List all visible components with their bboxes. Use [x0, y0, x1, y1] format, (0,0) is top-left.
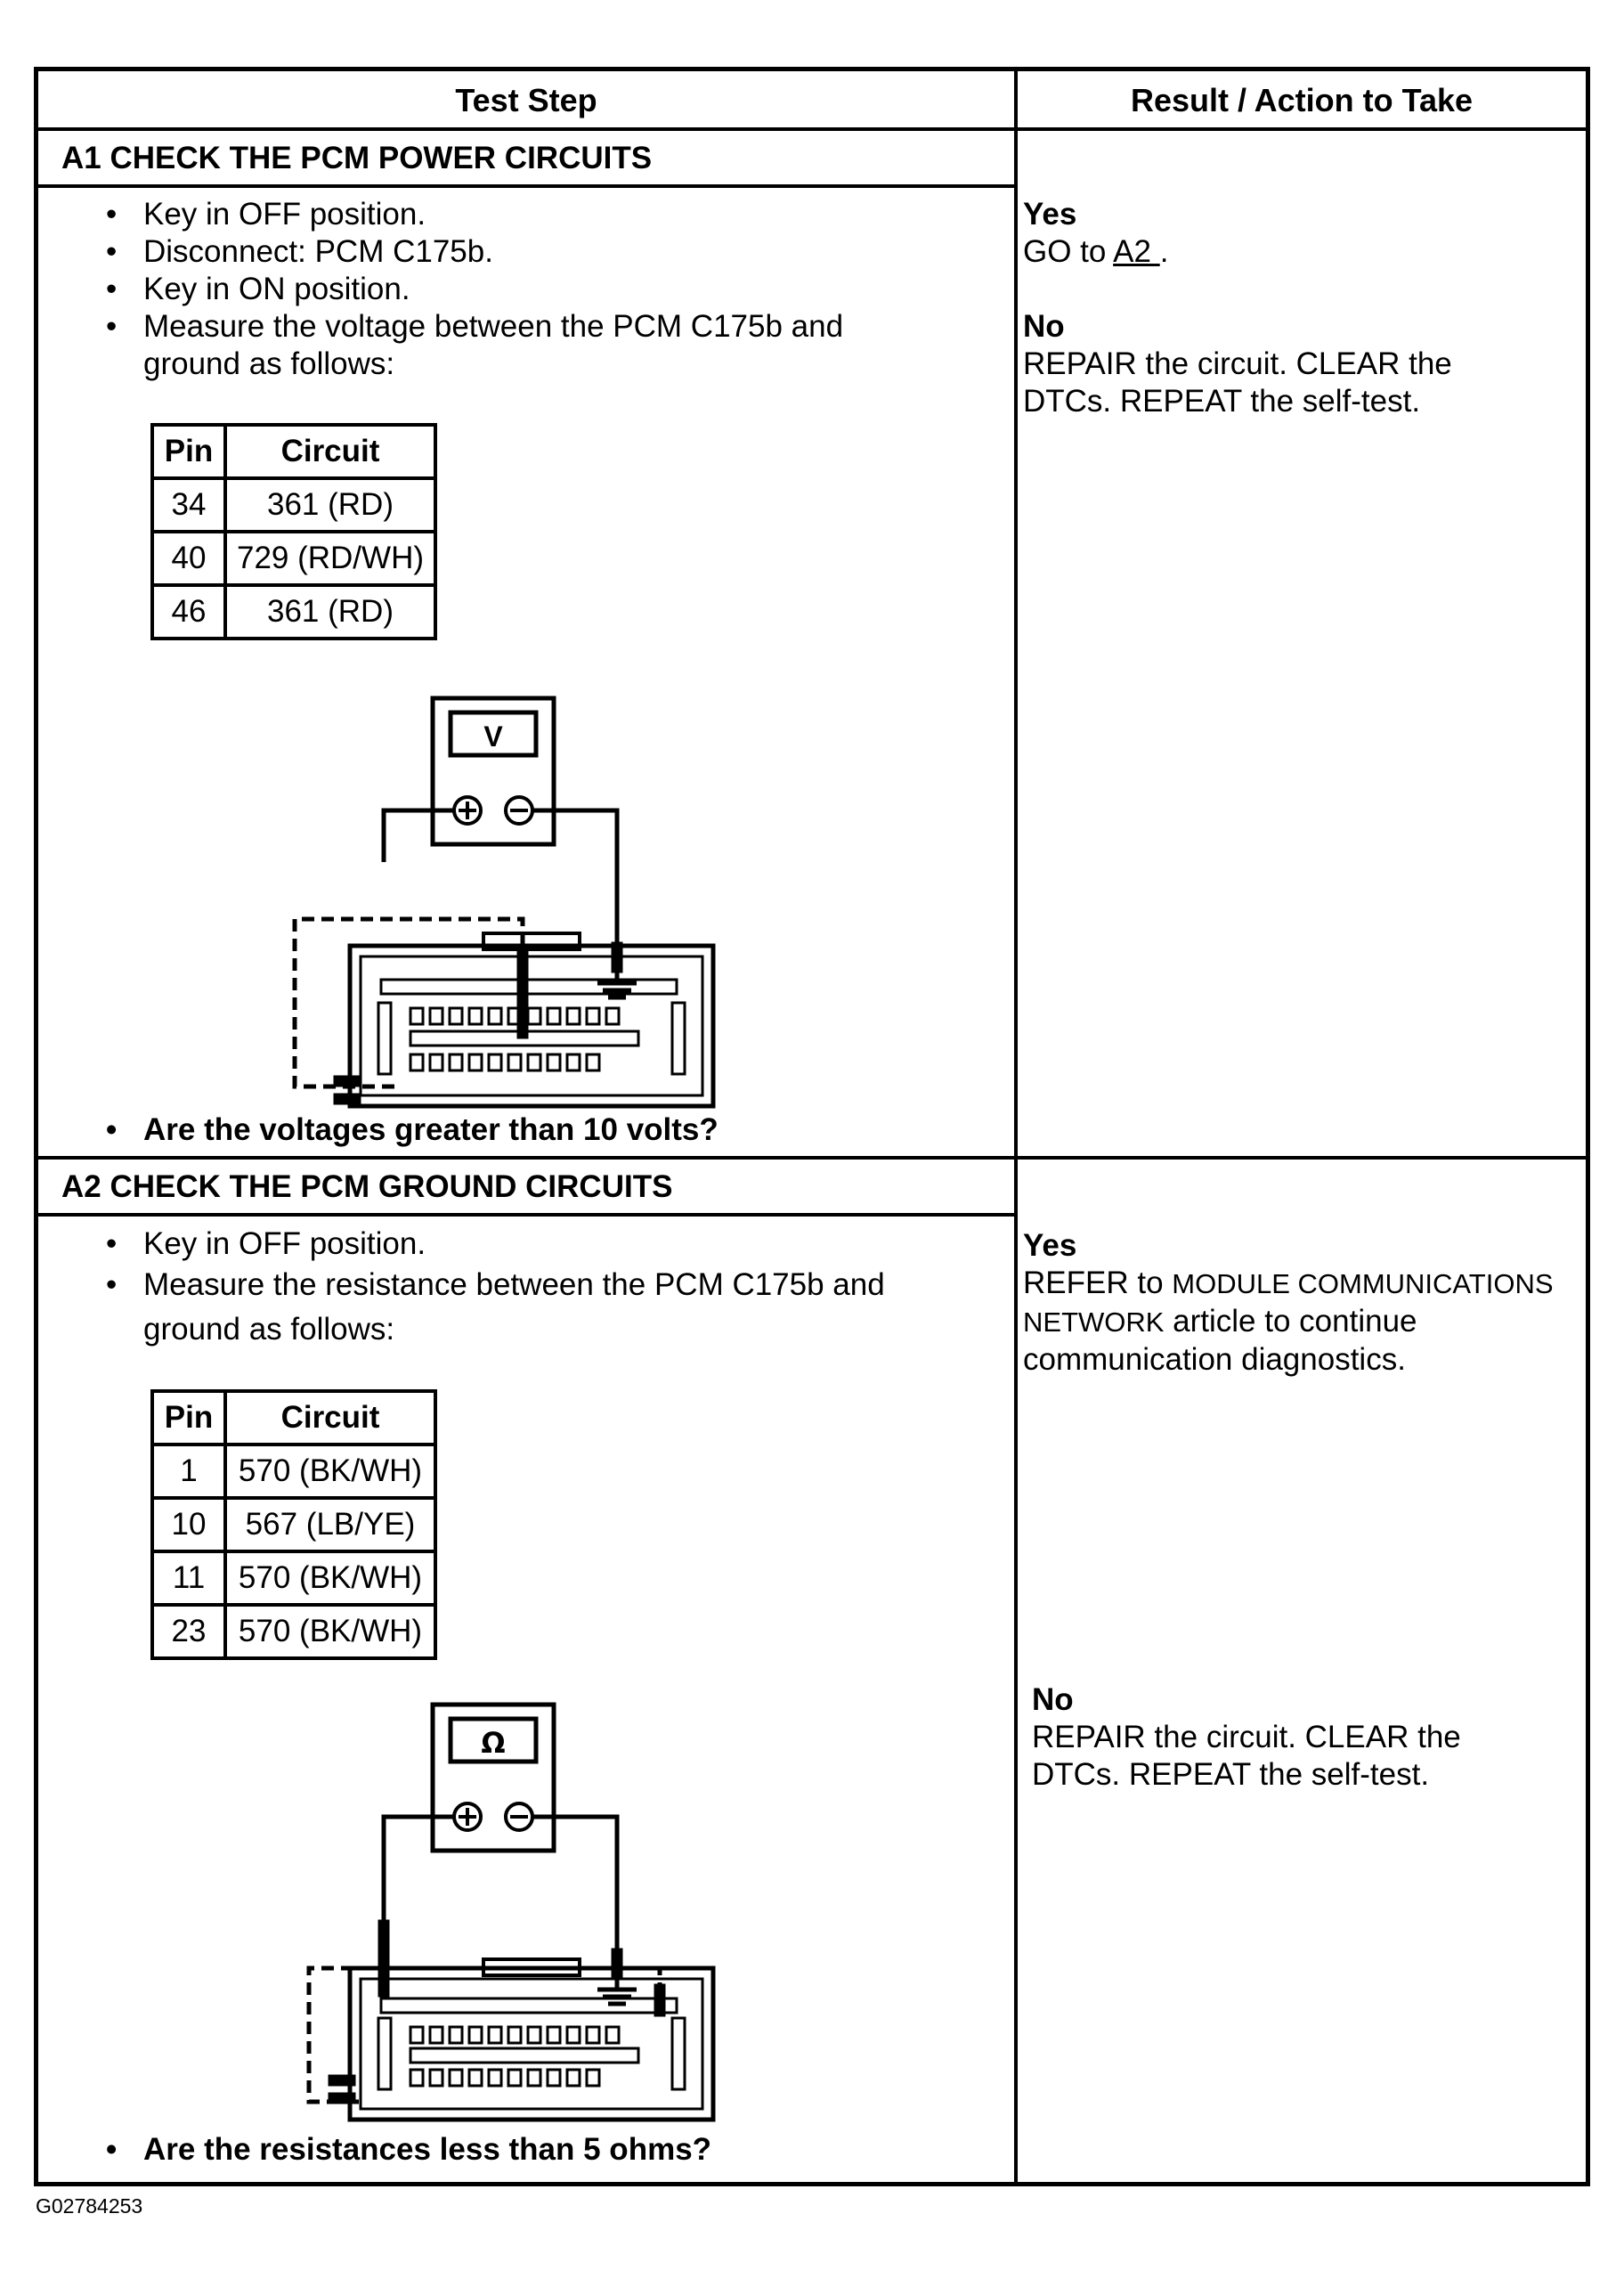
- pin-column-header: Pin: [150, 423, 227, 480]
- a1-bullet: Disconnect: PCM C175b.: [106, 233, 987, 271]
- circuit-column-header: Circuit: [223, 423, 437, 480]
- table-row: 11 570 (BK/WH): [150, 1550, 437, 1607]
- figure-code: G02784253: [36, 2194, 143, 2218]
- circuit-column-header: Circuit: [223, 1389, 437, 1446]
- a1-title-divider: [38, 184, 1016, 188]
- a1-bullet: Key in OFF position.: [106, 196, 987, 233]
- table-row: 10 567 (LB/YE): [150, 1496, 437, 1553]
- circuit-cell: 567 (LB/YE): [223, 1496, 437, 1553]
- meter-body: [430, 1702, 556, 1853]
- pin-cell: 40: [150, 530, 227, 587]
- negative-lead: [532, 1814, 620, 1949]
- yes-text-suffix: .: [1159, 234, 1169, 269]
- a1-question-text: Are the voltages greater than 10 volts?: [106, 1111, 987, 1149]
- yes-refer: REFER to: [1023, 1266, 1173, 1300]
- a1-bullet: Key in ON position.: [106, 271, 987, 308]
- no-text: REPAIR the circuit. CLEAR the DTCs. REPE…: [1032, 1720, 1461, 1792]
- positive-lead: [381, 1814, 454, 1920]
- side-probe: [333, 1075, 361, 1087]
- a2-no-result: No REPAIR the circuit. CLEAR the DTCs. R…: [1032, 1681, 1531, 1794]
- header-divider: [38, 127, 1586, 131]
- no-label: No: [1032, 1682, 1074, 1717]
- circuit-cell: 570 (BK/WH): [223, 1550, 437, 1607]
- a1-no-result: No REPAIR the circuit. CLEAR the DTCs. R…: [1023, 308, 1522, 420]
- table-row: 23 570 (BK/WH): [150, 1603, 437, 1660]
- pin-column-header: Pin: [150, 1389, 227, 1446]
- a1-question: Are the voltages greater than 10 volts?: [106, 1111, 987, 1149]
- column-divider: [1014, 71, 1018, 2182]
- meter-display: [448, 710, 539, 758]
- a1-pin-table: Pin Circuit 34 361 (RD) 40 729 (RD/WH) 4…: [150, 423, 437, 640]
- pin-cell: 11: [150, 1550, 227, 1607]
- test-probe: [516, 945, 529, 1039]
- a2-bullet: Key in OFF position.: [106, 1225, 987, 1263]
- connector-shell: [347, 943, 716, 1109]
- a2-bullets: Key in OFF position. Measure the resista…: [106, 1225, 987, 1352]
- yes-article: article: [1164, 1304, 1256, 1339]
- link-module-communications-network[interactable]: MODULE COMMUNICATIONS NETWORK: [1023, 1268, 1554, 1338]
- table-row: 34 361 (RD): [150, 476, 437, 533]
- yes-label: Yes: [1023, 1228, 1077, 1263]
- a2-bullet: Measure the resistance between the PCM C…: [106, 1263, 971, 1352]
- step-divider: [38, 1156, 1586, 1160]
- yes-text: REFER to MODULE COMMUNICATIONS NETWORK a…: [1023, 1265, 1584, 1379]
- negative-lead: [532, 808, 620, 942]
- header-test-step: Test Step: [455, 82, 597, 118]
- table-row: 1 570 (BK/WH): [150, 1443, 437, 1500]
- meter-body: [430, 696, 556, 847]
- no-label: No: [1023, 309, 1065, 344]
- pin-row-top: [409, 2025, 621, 2045]
- ground-symbol: [597, 1979, 637, 2006]
- yes-text: GO to A2 .: [1023, 233, 1575, 271]
- a2-ohmmeter-diagram: Ω: [306, 1702, 716, 2122]
- a2-yes-result: Yes REFER to MODULE COMMUNICATIONS NETWO…: [1023, 1227, 1584, 1379]
- a2-question: Are the resistances less than 5 ohms?: [106, 2131, 987, 2169]
- test-probe: [378, 1919, 390, 1998]
- circuit-cell: 570 (BK/WH): [223, 1443, 437, 1500]
- a2-title: A2 CHECK THE PCM GROUND CIRCUITS: [61, 1169, 673, 1204]
- meter-symbol: V: [483, 720, 503, 753]
- pin-cell: 10: [150, 1496, 227, 1553]
- connector-shell: [347, 1966, 716, 2122]
- pin-row-top: [409, 1006, 621, 1026]
- side-probe: [333, 1093, 361, 1105]
- link-a2[interactable]: A2: [1113, 234, 1160, 269]
- yes-label: Yes: [1023, 197, 1077, 232]
- pin-row-bottom: [409, 2068, 601, 2088]
- yes-text-prefix: GO to: [1023, 234, 1114, 269]
- a1-bullets: Key in OFF position. Disconnect: PCM C17…: [106, 196, 987, 383]
- no-text: REPAIR the circuit. CLEAR the DTCs. REPE…: [1023, 346, 1452, 419]
- a2-question-text: Are the resistances less than 5 ohms?: [106, 2131, 987, 2169]
- header-result: Result / Action to Take: [1130, 82, 1474, 118]
- circuit-cell: 361 (RD): [223, 583, 437, 640]
- circuit-cell: 570 (BK/WH): [223, 1603, 437, 1660]
- a1-bullet: Measure the voltage between the PCM C175…: [106, 308, 945, 383]
- pin-cell: 1: [150, 1443, 227, 1500]
- a2-title-divider: [38, 1213, 1016, 1217]
- ground-probe: [611, 1948, 623, 1980]
- dashed-harness: [306, 1966, 662, 2104]
- positive-lead: [381, 808, 454, 862]
- circuit-cell: 729 (RD/WH): [223, 530, 437, 587]
- a1-voltmeter-diagram: V: [292, 696, 716, 1109]
- a1-yes-result: Yes GO to A2 .: [1023, 196, 1575, 271]
- pin-cell: 34: [150, 476, 227, 533]
- table-row: 46 361 (RD): [150, 583, 437, 640]
- side-probe: [328, 2074, 356, 2087]
- side-probe: [328, 2092, 356, 2104]
- pin-cell: 23: [150, 1603, 227, 1660]
- dashed-harness: [292, 916, 525, 1089]
- diagnostic-table: Test Step Result / Action to Take A1 CHE…: [34, 67, 1590, 2186]
- ground-symbol: [597, 973, 637, 1000]
- circuit-cell: 361 (RD): [223, 476, 437, 533]
- yes-rest: to continue communication diagnostics.: [1023, 1304, 1417, 1377]
- table-row: 40 729 (RD/WH): [150, 530, 437, 587]
- pin-cell: 46: [150, 583, 227, 640]
- a1-title: A1 CHECK THE PCM POWER CIRCUITS: [61, 141, 653, 175]
- test-probe: [654, 1983, 666, 2017]
- a2-pin-table: Pin Circuit 1 570 (BK/WH) 10 567 (LB/YE)…: [150, 1389, 437, 1660]
- meter-display: [448, 1716, 539, 1764]
- meter-symbol: Ω: [481, 1726, 505, 1760]
- pin-row-bottom: [409, 1053, 601, 1072]
